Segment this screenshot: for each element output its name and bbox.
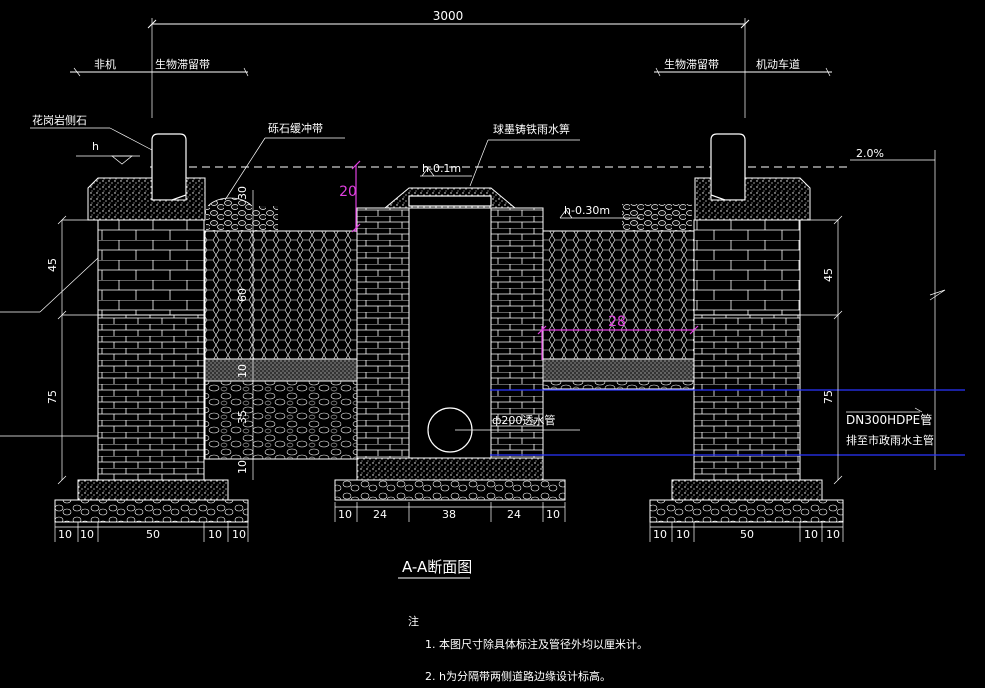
note-2: 2. h为分隔带两侧道路边缘设计标高。: [425, 669, 611, 683]
zone-labels: 非机 生物滞留带 生物滞留带 机动车道: [70, 57, 832, 77]
overall-dimension-label: 3000: [433, 9, 464, 23]
label-bio-left: 生物滞留带: [155, 57, 210, 71]
label-h-030: h-0.30m: [564, 204, 610, 217]
section-title: A-A断面图: [398, 558, 472, 579]
left-vertical-dims: 45 75: [0, 215, 99, 485]
right-bio-fill: [541, 204, 695, 390]
label-fill-depth: 60: [236, 288, 249, 302]
bottom-dims-center: 10 24 38 24 10: [334, 502, 566, 522]
left-bio-fill: [204, 197, 358, 460]
label-sand-layer: 10: [236, 364, 249, 378]
perforated-pipe-callout: ф200透水管: [455, 413, 580, 431]
dim-right-2: 50: [740, 528, 754, 541]
label-non-motor: 非机: [94, 57, 116, 71]
dim-right-3: 10: [804, 528, 818, 541]
dim-left-4: 10: [232, 528, 246, 541]
overflow-height-dim: 20: [339, 160, 361, 233]
right-vertical-dims: 45 75: [800, 215, 843, 485]
label-h-left: h: [92, 140, 99, 153]
label-wall-upper-left: 45: [46, 258, 59, 272]
dim-left-2: 50: [146, 528, 160, 541]
note-1: 1. 本图尺寸除具体标注及管径外均以厘米计。: [425, 637, 648, 651]
title-text: A-A断面图: [402, 558, 472, 576]
center-inlet: [334, 187, 566, 501]
bottom-dims-right: 10 10 50 10 10: [649, 522, 844, 542]
label-curb: 花岗岩侧石: [32, 113, 87, 127]
gravel-callout: 砾石缓冲带: [224, 121, 345, 201]
label-base-layer: 10: [236, 460, 249, 474]
label-hdpe-pipe: DN300HDPE管: [846, 412, 932, 427]
dim-right-4: 10: [826, 528, 840, 541]
label-slope: 2.0%: [856, 147, 884, 160]
left-wall: [54, 133, 249, 523]
notes-heading: 注: [408, 614, 419, 628]
dim-right-1: 10: [676, 528, 690, 541]
dim-center-4: 10: [546, 508, 560, 521]
dim-center-2: 38: [442, 508, 456, 521]
right-wall: [649, 133, 844, 523]
dim-center-1: 24: [373, 508, 387, 521]
dim-center-3: 24: [507, 508, 521, 521]
dim-left-0: 10: [58, 528, 72, 541]
label-pond-width: 28: [608, 314, 626, 330]
label-perforated-pipe: ф200透水管: [492, 413, 555, 427]
hdpe-pipe: DN300HDPE管 排至市政雨水主管: [490, 389, 965, 456]
overall-dimension: 3000: [147, 9, 750, 118]
dim-left-1: 10: [80, 528, 94, 541]
grate-callout: 球墨铸铁雨水箅: [469, 122, 580, 187]
label-stone-layer: 35: [236, 410, 249, 424]
label-overflow-height: 20: [339, 184, 357, 200]
dim-center-0: 10: [338, 508, 352, 521]
pond-width-dim: 28: [537, 314, 699, 360]
label-gravel-top: 30: [236, 186, 249, 200]
label-wall-upper-right: 45: [822, 268, 835, 282]
label-wall-lower-left: 75: [46, 390, 59, 404]
label-motor-lane: 机动车道: [756, 57, 800, 71]
label-grate: 球墨铸铁雨水箅: [493, 122, 570, 136]
grate: [408, 195, 492, 207]
grate-elevation: h-0.1m: [420, 162, 472, 177]
label-wall-lower-right: 75: [822, 390, 835, 404]
pond-elevation: h-0.30m: [559, 204, 640, 219]
bottom-dims-left: 10 10 50 10 10: [54, 522, 249, 542]
label-h-01: h-0.1m: [422, 162, 461, 175]
label-bio-right: 生物滞留带: [664, 57, 719, 71]
label-hdpe-note: 排至市政雨水主管: [846, 433, 934, 447]
curb-callout: 花岗岩侧石 h: [30, 113, 153, 165]
dim-left-3: 10: [208, 528, 222, 541]
dim-right-0: 10: [653, 528, 667, 541]
label-gravel-buffer: 砾石缓冲带: [268, 121, 323, 135]
layer-dims: 30 60 10 35 10: [236, 186, 254, 480]
notes: 注 1. 本图尺寸除具体标注及管径外均以厘米计。 2. h为分隔带两侧道路边缘设…: [408, 614, 648, 683]
